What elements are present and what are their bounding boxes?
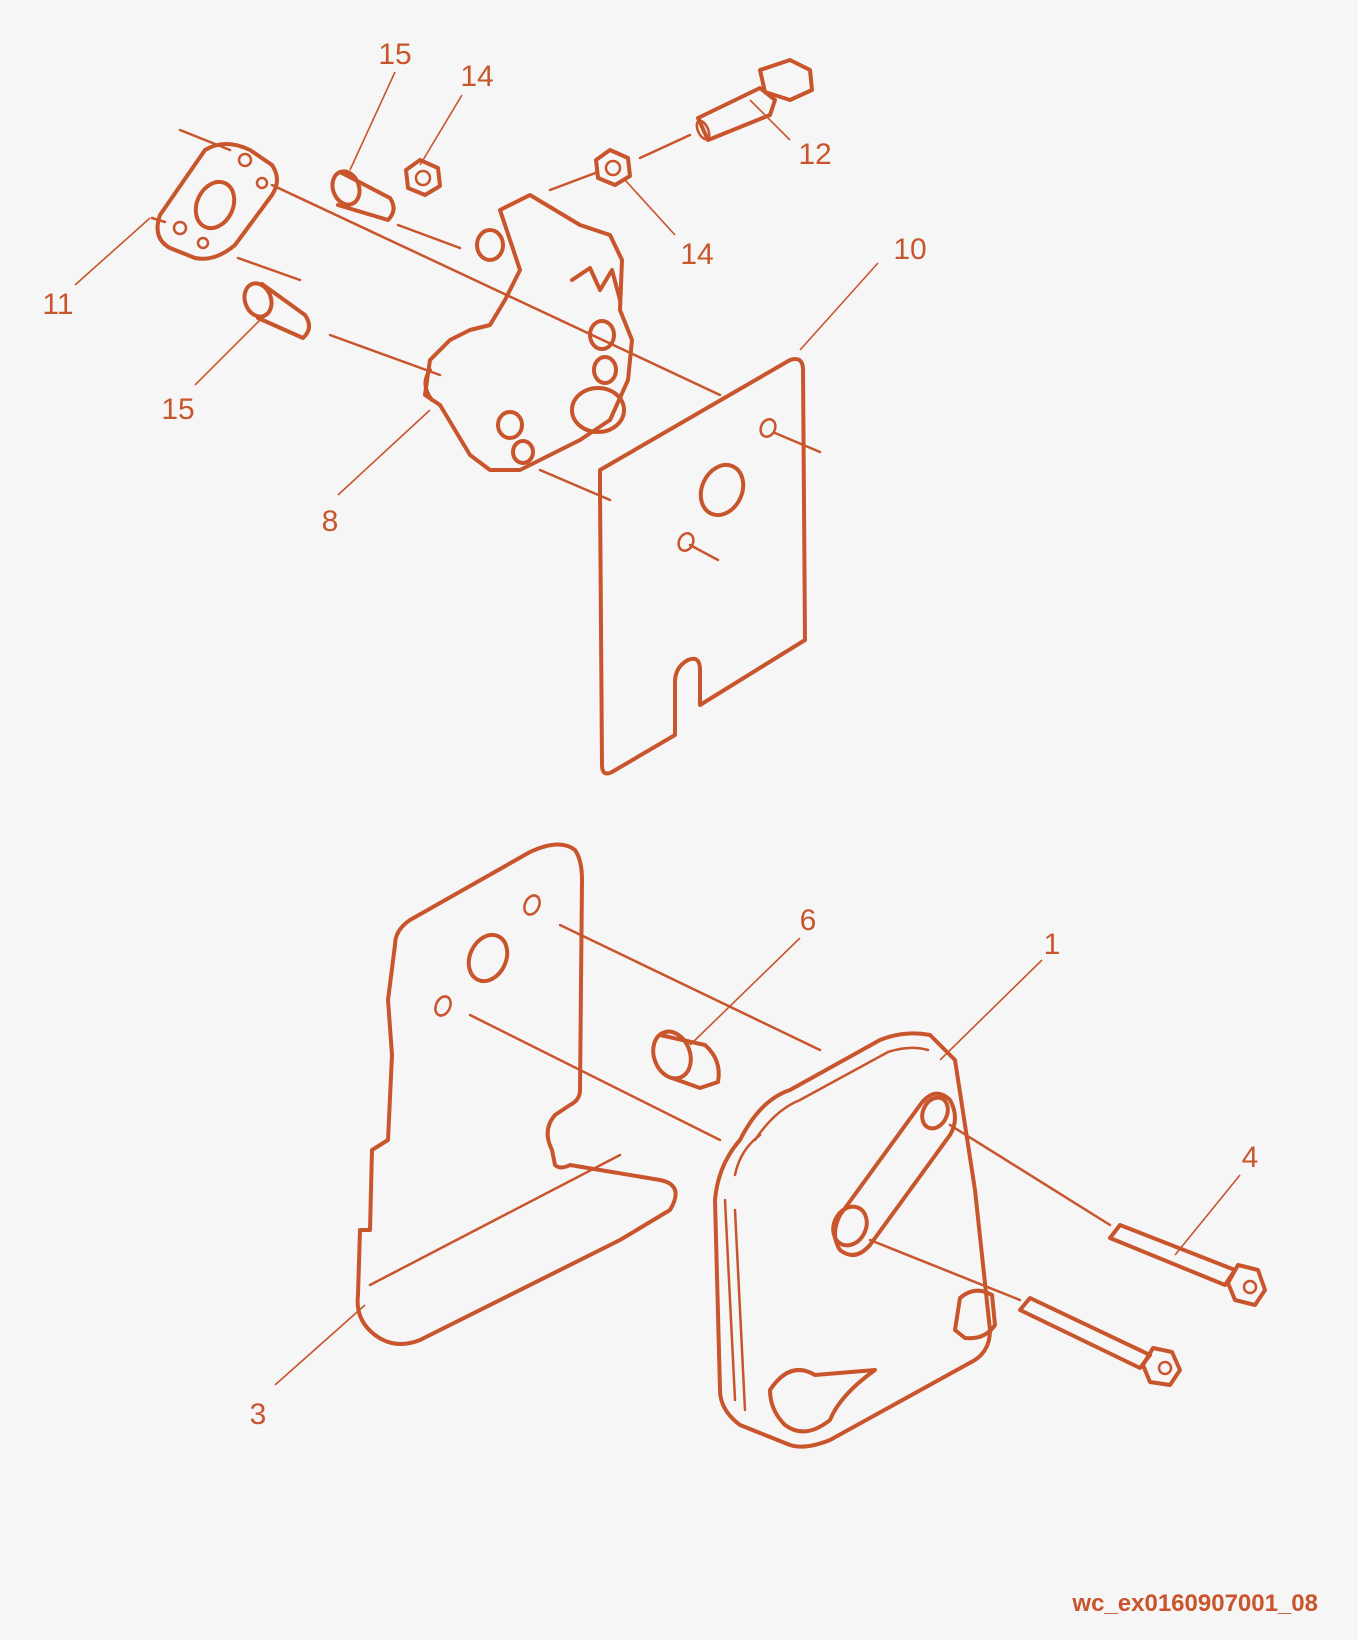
part-14-nut-right [594,148,632,187]
part-4-bolt-lower [1018,1296,1182,1387]
callout-15-left: 15 [161,393,195,426]
callout-8: 8 [321,505,339,538]
assembly-axis-lines [150,128,1112,1302]
part-4-bolt-upper [1108,1223,1267,1307]
callout-4: 4 [1241,1141,1259,1174]
part-15-bushing-left [242,281,311,340]
part-11-flange-plate [155,142,279,261]
callout-12: 12 [798,138,832,171]
part-10-plate [598,357,807,776]
callout-6: 6 [799,904,817,937]
callout-11: 11 [42,288,74,321]
part-12-stud-bolt [695,58,814,142]
callout-14-right: 14 [680,238,714,271]
part-8-bracket [423,193,634,472]
callout-14-top: 14 [460,60,494,93]
callout-3: 3 [249,1398,267,1431]
part-3-l-bracket [355,842,678,1346]
part-15-bushing-top [330,169,396,222]
part-14-nut-top [404,158,442,197]
part-6-pin [651,1029,721,1090]
callout-1: 1 [1043,928,1061,961]
document-id: wc_ex0160907001_08 [1072,1590,1318,1617]
leader-lines [74,71,1241,1386]
part-1-muffler [713,1031,997,1449]
callout-10: 10 [893,233,927,266]
callout-15-top: 15 [378,38,412,71]
